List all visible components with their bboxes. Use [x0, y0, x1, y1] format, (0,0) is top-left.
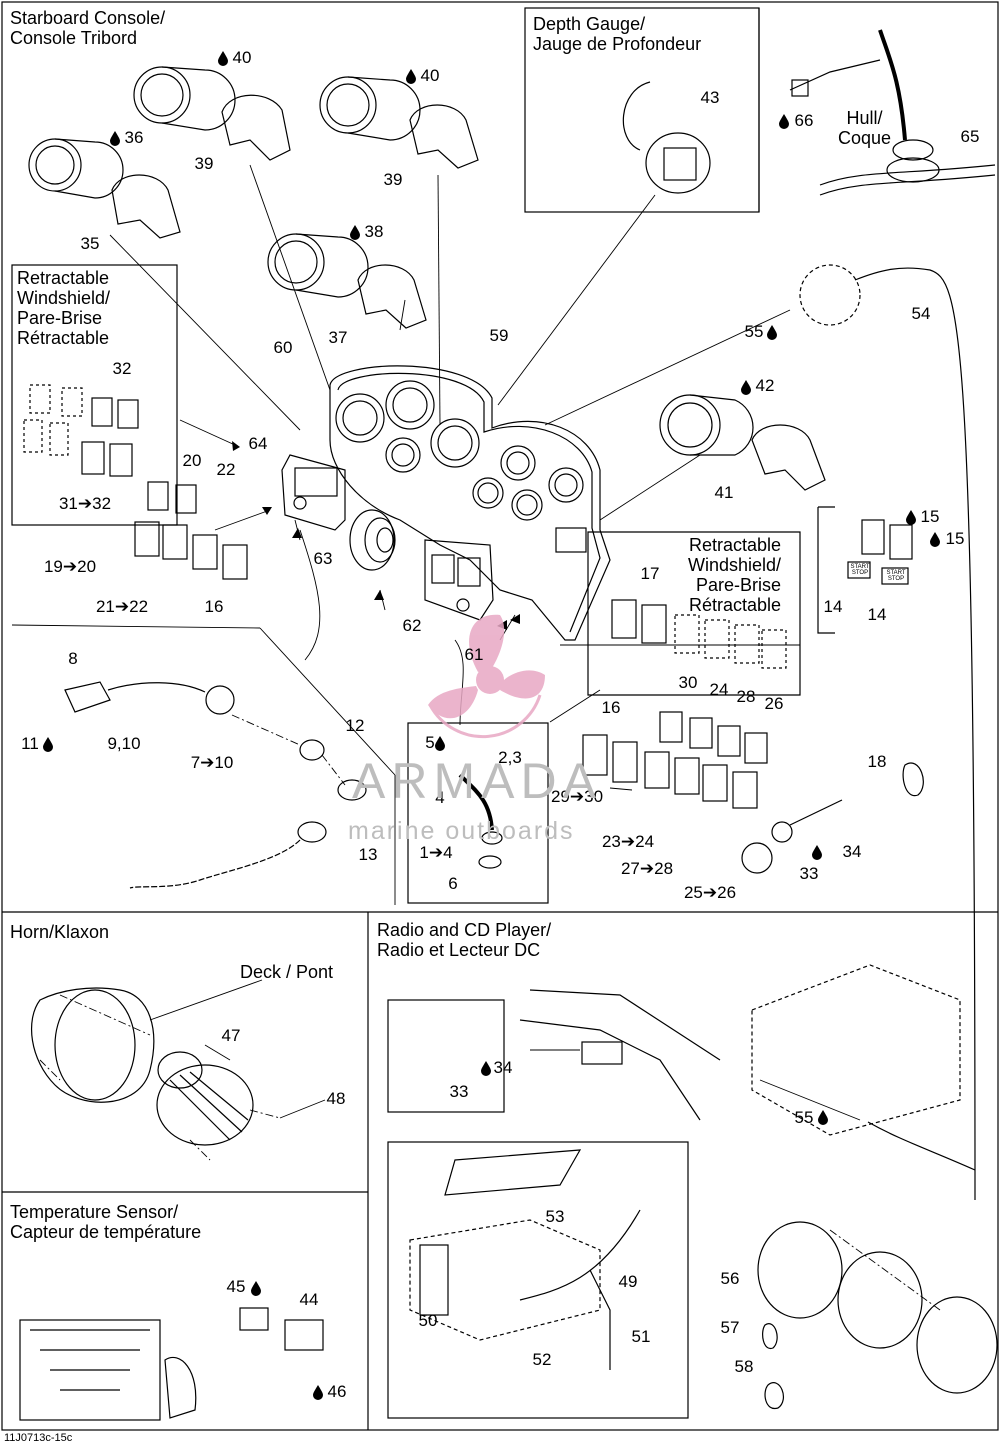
callout: 55: [744, 322, 764, 341]
callout: 43: [700, 88, 720, 107]
callout: 21➔22: [95, 597, 149, 616]
callout: 26: [764, 694, 784, 713]
watermark-brand: ARMADA: [352, 753, 602, 809]
callout: 54: [911, 304, 931, 323]
callout: 33: [799, 864, 819, 883]
callout: 27➔28: [620, 859, 674, 878]
windshield-right-frame: [587, 531, 801, 696]
callout: 57: [720, 1318, 740, 1337]
section-title-radio: Radio and CD Player/Radio et Lecteur DC: [377, 920, 552, 960]
callout: 35: [80, 234, 100, 253]
callout: 24: [709, 680, 729, 699]
callout: 4: [435, 788, 445, 807]
callout: 1➔4: [419, 843, 453, 862]
callout: 63: [313, 549, 333, 568]
callout: 37: [328, 328, 348, 347]
callout: 56: [720, 1269, 740, 1288]
section-title-horn: Horn/Klaxon: [10, 922, 110, 942]
callout: 45: [226, 1277, 246, 1296]
callout: 58: [734, 1357, 754, 1376]
callout: 42: [755, 376, 775, 395]
callout: 38: [364, 222, 384, 241]
callout: 66: [794, 111, 814, 130]
callout: 39: [194, 154, 214, 173]
callout: 2,3: [498, 748, 522, 767]
callout: 40: [232, 48, 252, 67]
callout: 31➔32: [58, 494, 112, 513]
section-title-temperature-sensor: Temperature Sensor/Capteur de températur…: [10, 1202, 202, 1242]
callout: 5: [425, 733, 435, 752]
callout: 46: [327, 1382, 347, 1401]
section-title-hull: Hull/Coque: [838, 108, 892, 148]
callout: 20: [182, 451, 202, 470]
callout: 55: [794, 1108, 814, 1127]
callout: 16: [204, 597, 224, 616]
callout: 29➔30: [550, 787, 604, 806]
radio-frame: [387, 1141, 689, 1419]
callout: 50: [418, 1311, 438, 1330]
callout: 33: [449, 1082, 469, 1101]
section-title-depth-gauge: Depth Gauge/Jauge de Profondeur: [533, 14, 702, 54]
section-title-starboard-console: Starboard Console/Console Tribord: [10, 8, 166, 48]
callout: 44: [299, 1290, 319, 1309]
callout: 28: [736, 687, 756, 706]
callout: 51: [631, 1327, 651, 1346]
callout: 12: [345, 716, 365, 735]
callout: 11: [21, 734, 39, 753]
callout: 22: [216, 460, 236, 479]
callout: 52: [532, 1350, 552, 1369]
callout: 15: [945, 529, 965, 548]
callout: 48: [326, 1089, 346, 1108]
callout: 60: [273, 338, 293, 357]
callout: 40: [420, 66, 440, 85]
watermark-logo: [428, 614, 545, 739]
windshield-left-frame: [11, 264, 178, 526]
drop-icons: [43, 51, 940, 1400]
callout: 17: [640, 564, 660, 583]
callout: 36: [124, 128, 144, 147]
callout: 47: [221, 1026, 241, 1045]
callout: 32: [112, 359, 132, 378]
callout: 59: [489, 326, 509, 345]
figure-code: 11J0713c-15c: [4, 1432, 73, 1444]
callout: 62: [402, 616, 422, 635]
dashboard-panel: [329, 365, 611, 641]
watermark-tagline: marine outboards: [348, 817, 575, 845]
callout: 23➔24: [601, 832, 655, 851]
callout: 25➔26: [683, 883, 737, 902]
callout: 9,10: [107, 734, 141, 753]
callout: 65: [960, 127, 980, 146]
callout: 13: [358, 845, 378, 864]
callout: 61: [464, 645, 484, 664]
callout: 53: [545, 1207, 565, 1226]
callout: 6: [448, 874, 458, 893]
callout: 15: [920, 507, 940, 526]
socket-frame: [387, 999, 505, 1113]
callout: 49: [618, 1272, 638, 1291]
callout: 16: [601, 698, 621, 717]
callout: 34: [842, 842, 862, 861]
callout: 34: [493, 1058, 513, 1077]
callout: 41: [714, 483, 734, 502]
label-deck: Deck / Pont: [240, 962, 334, 982]
callout: 14: [867, 605, 887, 624]
callout: 30: [678, 673, 698, 692]
callout: 39: [383, 170, 403, 189]
callout: 19➔20: [43, 557, 97, 576]
callout: 14: [823, 597, 843, 616]
callout: 8: [68, 649, 78, 668]
callout: 64: [248, 434, 268, 453]
callout: 7➔10: [190, 753, 234, 772]
cable-detail-frame: [407, 722, 549, 904]
callout: 18: [867, 752, 887, 771]
